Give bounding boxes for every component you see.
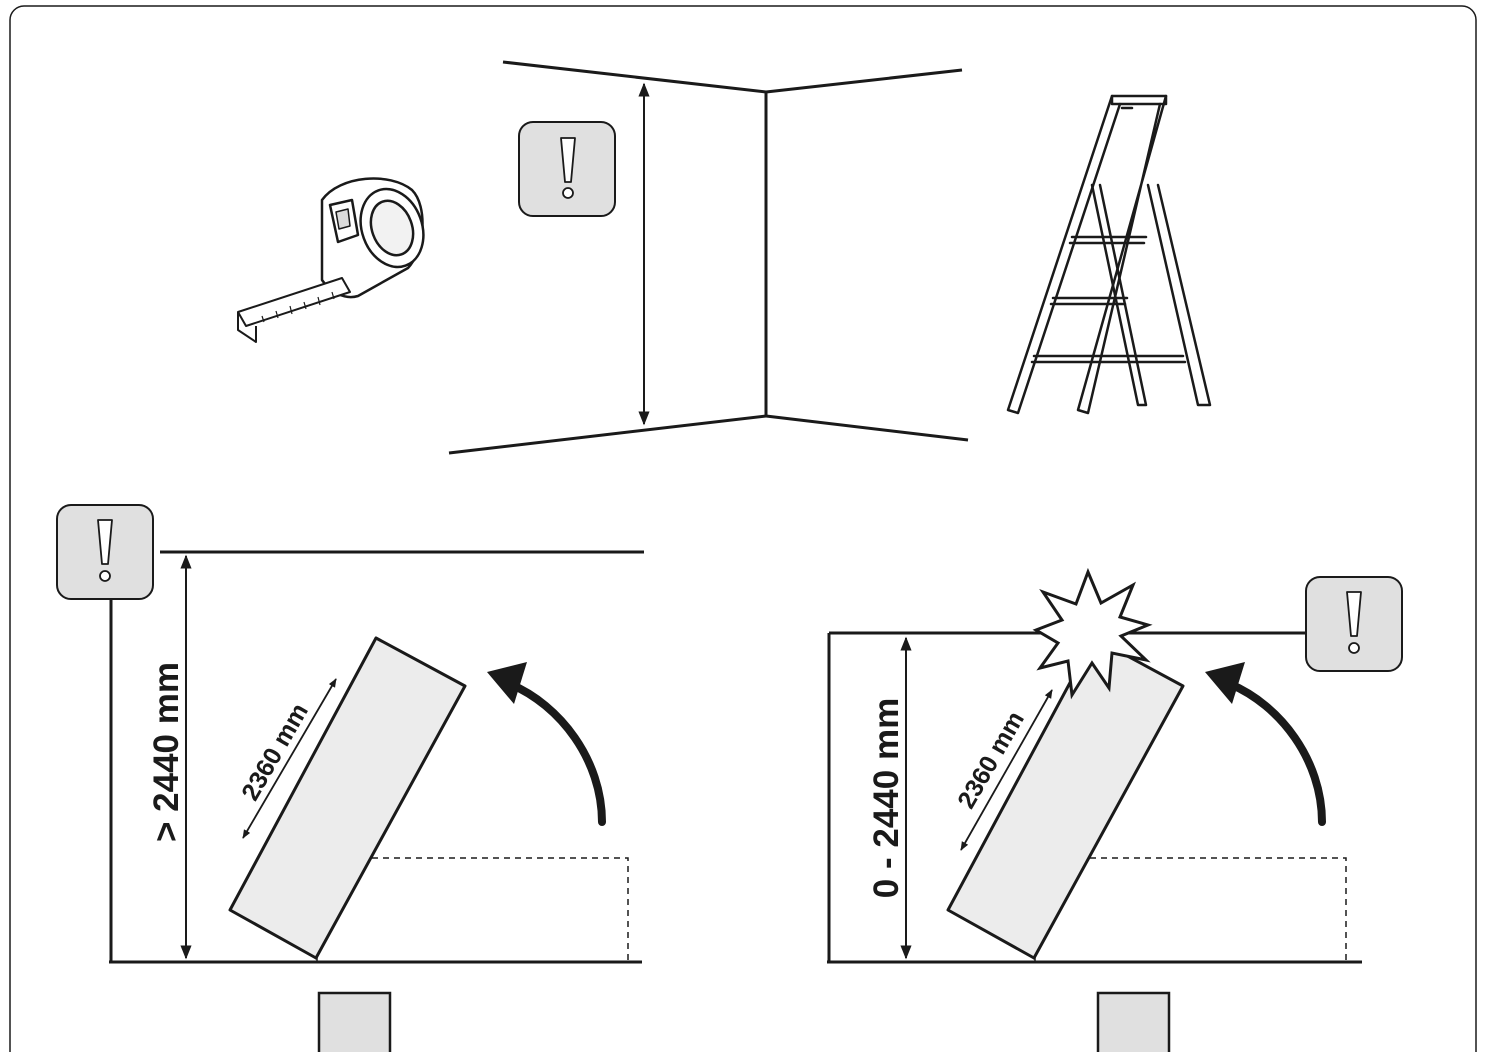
- tilting-panel-left: [228, 636, 467, 960]
- rotation-arrowhead-left: [487, 662, 527, 704]
- floor-block-left: [317, 991, 392, 1052]
- collision-star-icon: [1032, 567, 1153, 700]
- cabinet-footprint-right: [1034, 857, 1347, 963]
- rotation-arrow-right: [1226, 680, 1326, 826]
- panel-length-arrow-left: [242, 678, 337, 839]
- warning-icon-top: [518, 121, 616, 217]
- step-ladder-icon: [1006, 94, 1212, 415]
- floor-block-right: [1096, 991, 1171, 1052]
- cabinet-footprint-left: [316, 857, 629, 963]
- rotation-arrow-left: [506, 680, 606, 826]
- ceiling-range-label: 0 - 2440 mm: [867, 698, 906, 898]
- room-corner-diagram: [448, 60, 969, 455]
- rotation-arrowhead-right: [1205, 662, 1245, 704]
- warning-icon-right: [1305, 576, 1403, 672]
- page-frame: [9, 5, 1477, 1052]
- warning-icon-left: [56, 504, 154, 600]
- tape-measure-icon: [237, 177, 425, 343]
- panel-length-arrow-right: [960, 689, 1053, 851]
- min-ceiling-label: > 2440 mm: [147, 662, 186, 842]
